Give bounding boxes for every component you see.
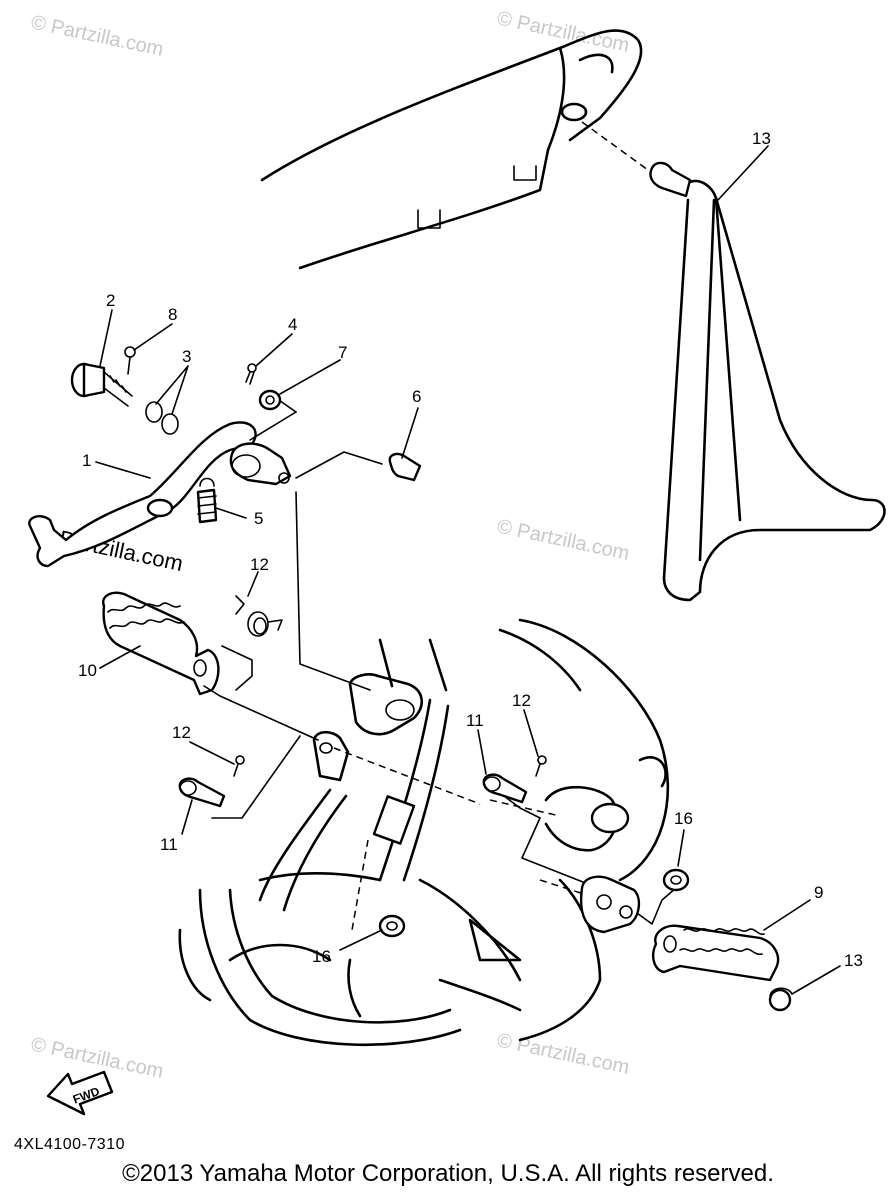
callout-11: 11 [160, 835, 178, 854]
callout-3: 3 [182, 347, 191, 366]
callout-10: 10 [78, 661, 97, 680]
callout-12: 12 [512, 691, 531, 710]
assembly-lines [203, 491, 677, 931]
washer-part-7 [258, 389, 282, 411]
callout-16: 16 [674, 809, 693, 828]
watermark: © Partzilla.com [495, 7, 631, 57]
pivot-bolt-part-2 [70, 346, 179, 435]
callout-11: 11 [466, 711, 484, 730]
cotter-pin-part-4 [245, 363, 257, 385]
cotter-pin-part-12-right [535, 755, 547, 777]
callout-5: 5 [254, 509, 263, 528]
watermark: © Partzilla.com [495, 515, 631, 565]
watermark: © Partzilla.com [29, 11, 165, 61]
callout-12: 12 [172, 723, 191, 742]
cotter-pin-part-12-left [233, 755, 245, 777]
callout-14: 12 [250, 555, 269, 574]
callout-2: 2 [106, 291, 115, 310]
watermark: © Partzilla.com [495, 1029, 631, 1079]
leader-lines [95, 145, 841, 995]
callouts: 2 8 3 4 7 6 1 5 12 10 12 11 11 12 16 9 1… [78, 129, 863, 970]
callout-7: 7 [338, 343, 347, 362]
spring-part-14 [221, 595, 283, 691]
callout-9: 9 [814, 883, 823, 902]
callout-6: 6 [412, 387, 421, 406]
clip-part-13 [768, 987, 793, 1012]
pin-part-11-left [178, 777, 226, 808]
footrest-part-9 [652, 924, 780, 982]
collar-part-16-left [378, 914, 406, 938]
callout-15: 13 [752, 129, 771, 148]
callout-1: 1 [82, 451, 91, 470]
footrest-bracket [579, 875, 641, 934]
callout-8: 8 [168, 305, 177, 324]
collar-part-16-right [662, 868, 690, 892]
callout-13: 13 [844, 951, 863, 970]
brake-pedal-part-1 [28, 397, 297, 568]
rear-fender [260, 29, 643, 270]
fwd-arrow-icon: FWD [46, 1070, 114, 1116]
callout-16: 16 [312, 947, 331, 966]
footrest-part-10 [102, 591, 220, 696]
spring-part-5 [196, 477, 218, 524]
stand-part-15 [581, 121, 886, 602]
copyright: ©2013 Yamaha Motor Corporation, U.S.A. A… [122, 1160, 774, 1187]
pin-part-6 [295, 451, 422, 482]
pin-part-11-right [482, 773, 528, 804]
callout-4: 4 [288, 315, 297, 334]
frame [178, 618, 670, 1047]
diagram-code: 4XL4100-7310 [14, 1136, 125, 1153]
watermarks: © Partzilla.com © Partzilla.com © Partzi… [29, 7, 631, 1083]
